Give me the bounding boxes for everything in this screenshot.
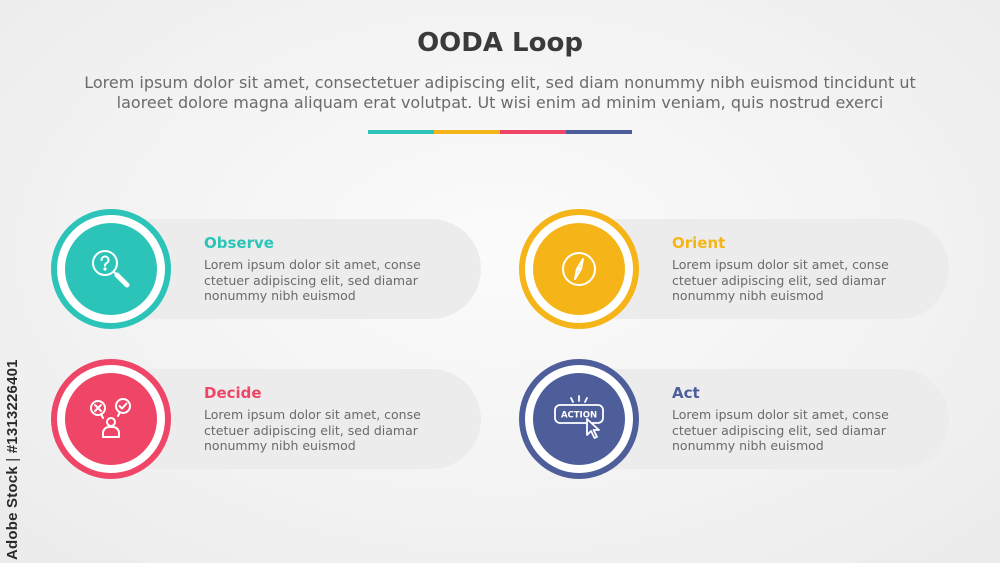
observe-circle [65, 223, 157, 315]
decide-title: Decide [204, 384, 262, 402]
action-button-icon: ACTION [554, 395, 604, 439]
page-title: OODA Loop [417, 28, 583, 58]
decide-description: Lorem ipsum dolor sit amet, conse ctetue… [204, 407, 421, 453]
act-circle: ACTION [533, 373, 625, 465]
observe-title: Observe [204, 234, 274, 252]
act-card: ACTION Act Lorem ipsum dolor sit amet, c… [519, 359, 949, 479]
page-subtitle: Lorem ipsum dolor sit amet, consectetuer… [84, 73, 916, 112]
divider-segment [500, 130, 566, 134]
act-title: Act [672, 384, 700, 402]
divider-segment [368, 130, 434, 134]
orient-circle [533, 223, 625, 315]
act-description: Lorem ipsum dolor sit amet, conse ctetue… [672, 407, 889, 453]
act-ring: ACTION [519, 359, 639, 479]
orient-ring [519, 209, 639, 329]
divider-segment [566, 130, 632, 134]
stock-watermark: Adobe Stock | #1313226401 [4, 359, 21, 560]
watermark-id: #1313226401 [4, 359, 21, 454]
decide-circle [65, 373, 157, 465]
divider-segment [434, 130, 500, 134]
action-label: ACTION [561, 411, 597, 421]
observe-ring [51, 209, 171, 329]
observe-card: Observe Lorem ipsum dolor sit amet, cons… [51, 209, 481, 329]
compass-icon [562, 252, 596, 286]
color-divider [368, 130, 632, 134]
search-question-icon [92, 250, 130, 288]
orient-title: Orient [672, 234, 726, 252]
observe-description: Lorem ipsum dolor sit amet, conse ctetue… [204, 257, 421, 303]
orient-card: Orient Lorem ipsum dolor sit amet, conse… [519, 209, 949, 329]
decide-card: Decide Lorem ipsum dolor sit amet, conse… [51, 359, 481, 479]
watermark-brand: Adobe Stock [4, 466, 21, 560]
decision-person-icon [90, 398, 131, 438]
watermark-separator: | [4, 457, 21, 462]
orient-description: Lorem ipsum dolor sit amet, conse ctetue… [672, 257, 889, 303]
decide-ring [51, 359, 171, 479]
